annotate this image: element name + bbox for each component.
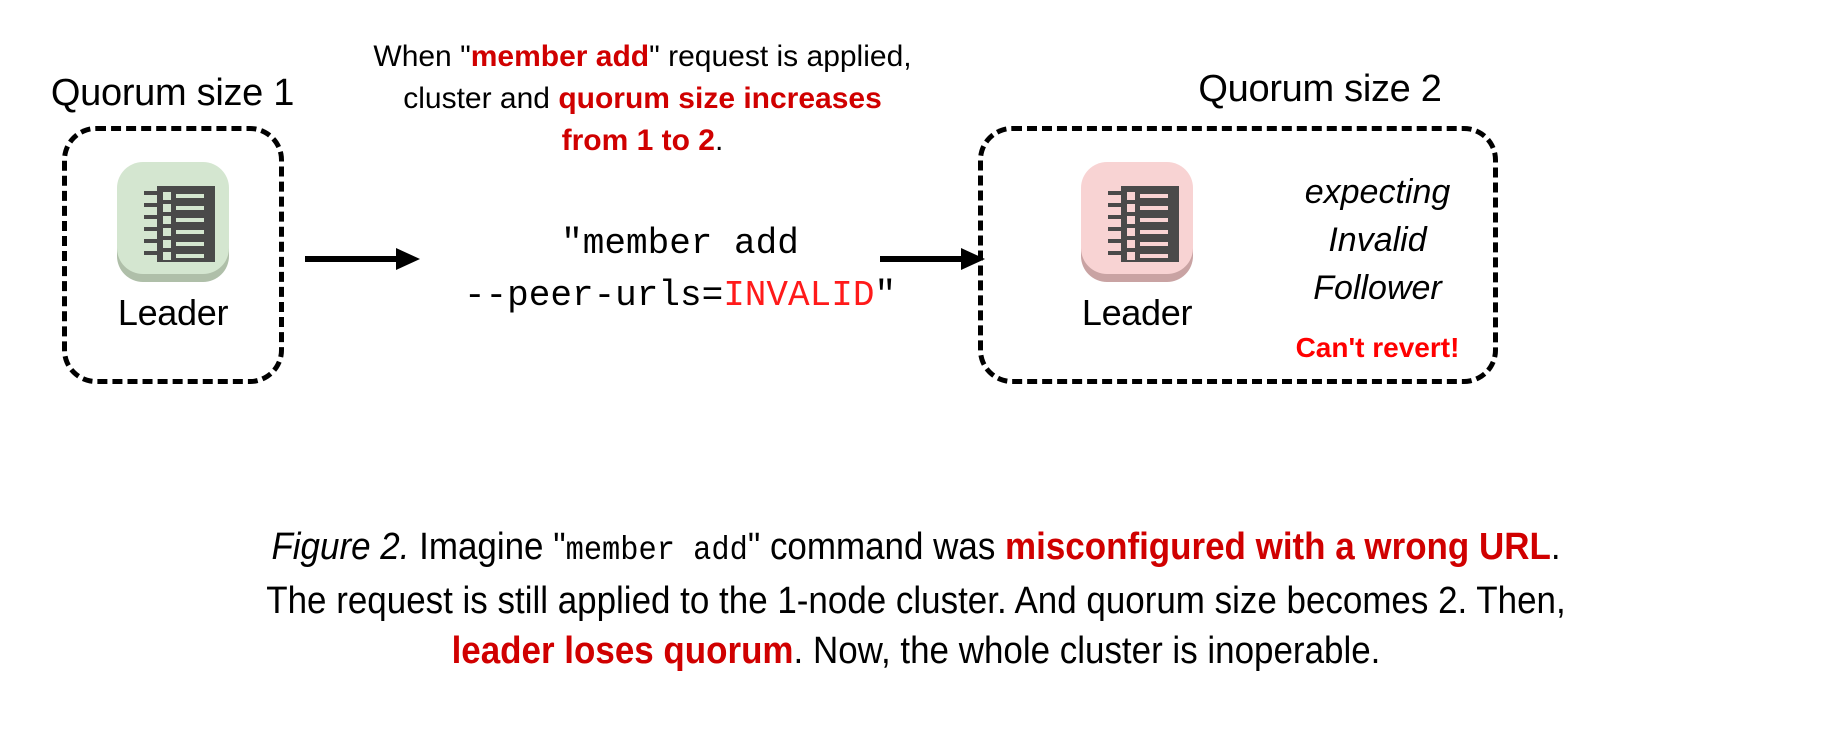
arrow-right-icon <box>305 248 420 270</box>
server-icon-tab <box>144 203 158 207</box>
figure-caption-line-1: Figure 2. Imagine "member add" command w… <box>271 526 1561 569</box>
server-icon-tab <box>1108 251 1122 255</box>
status-line-invalid: Invalid <box>1328 221 1427 259</box>
right-leader-node: Leader <box>1078 156 1196 334</box>
right-cluster-box <box>978 126 1498 384</box>
server-icon-row <box>163 192 204 200</box>
server-icon <box>1078 156 1196 286</box>
arrow-shaft <box>880 256 962 262</box>
server-icon-tab <box>144 227 158 231</box>
top-annotation-line2: cluster and quorum size increases <box>403 82 882 115</box>
server-icon-row <box>1127 240 1168 248</box>
left-leader-node: Leader <box>114 156 232 334</box>
server-icon-row <box>1127 192 1168 200</box>
server-icon-tab <box>1108 203 1122 207</box>
server-icon-row <box>1127 252 1168 260</box>
status-line-expecting: expecting <box>1304 173 1451 211</box>
server-icon-row <box>1127 204 1168 212</box>
server-icon-row <box>1127 228 1168 236</box>
server-icon-tab <box>1108 239 1122 243</box>
server-icon-tab <box>144 215 158 219</box>
command-invalid-token: INVALID <box>723 275 875 316</box>
server-icon-tab <box>1108 227 1122 231</box>
arrow-right-icon <box>880 248 990 270</box>
command-text: "member add --peer-urls=INVALID" <box>430 218 930 322</box>
server-icon-tab <box>144 251 158 255</box>
server-icon-tile <box>1081 162 1193 274</box>
server-icon-row <box>163 228 204 236</box>
server-icon-row <box>1127 216 1168 224</box>
cant-revert-alert: Can't revert! <box>1295 332 1460 363</box>
figure-label: Figure 2. <box>271 526 410 568</box>
left-cluster-box <box>62 126 284 384</box>
server-icon-row <box>163 204 204 212</box>
figure-caption-line-3: leader loses quorum. Now, the whole clus… <box>451 630 1381 672</box>
right-cluster-heading: Quorum size 2 <box>1198 68 1442 110</box>
server-icon-tile <box>117 162 229 274</box>
arrow-head <box>396 248 420 270</box>
server-icon <box>114 156 232 286</box>
server-icon-tab <box>1108 215 1122 219</box>
top-annotation-line1: When "member add" request is applied, <box>373 40 912 73</box>
status-line-follower: Follower <box>1313 269 1442 307</box>
arrow-shaft <box>305 256 397 262</box>
top-annotation-line3: from 1 to 2. <box>561 124 724 157</box>
top-annotation: When "member add" request is applied, cl… <box>330 36 955 162</box>
server-icon-tab <box>144 191 158 195</box>
figure-caption: Figure 2. Imagine "member add" command w… <box>73 522 1758 676</box>
server-icon-tab <box>144 239 158 243</box>
server-icon-row <box>163 252 204 260</box>
follower-status-text: expecting Invalid Follower <box>1255 168 1500 312</box>
server-icon-tab <box>1108 191 1122 195</box>
command-line-1: "member add <box>561 223 799 264</box>
figure-caption-line-2: The request is still applied to the 1-no… <box>266 580 1566 622</box>
right-leader-label: Leader <box>1081 292 1193 333</box>
server-icon-row <box>163 240 204 248</box>
command-line-2: --peer-urls=INVALID" <box>463 275 897 316</box>
left-leader-label: Leader <box>117 292 229 333</box>
left-cluster-heading: Quorum size 1 <box>50 72 295 114</box>
server-icon-row <box>163 216 204 224</box>
